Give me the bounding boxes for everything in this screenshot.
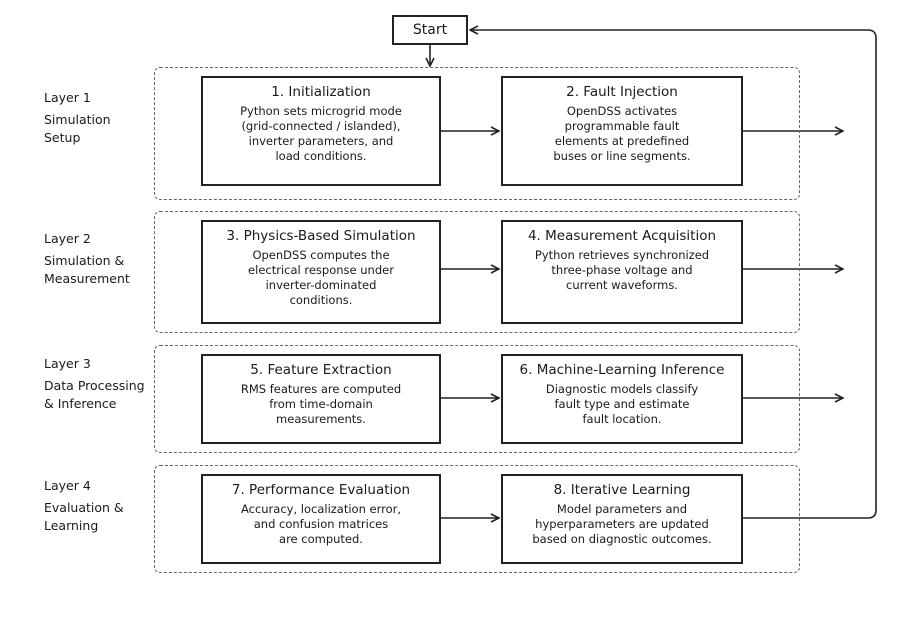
step-text-line: OpenDSS computes the xyxy=(252,248,390,262)
step-text-line: Accuracy, localization error, xyxy=(240,502,402,516)
layer-desc-line: & Inference xyxy=(44,396,117,411)
step-text-line: hyperparameters are updated xyxy=(535,517,709,531)
layer-desc-line: Simulation & xyxy=(44,253,125,268)
layer-desc-line: Simulation xyxy=(44,112,111,127)
step-6-ml-inference: 6. Machine-Learning Inference Diagnostic… xyxy=(501,354,743,444)
layer-2-frame xyxy=(154,211,800,333)
step-text-line: programmable fault xyxy=(564,119,680,133)
step-text-line: are computed. xyxy=(279,532,363,546)
layer-2-label: Layer 2 Simulation & Measurement xyxy=(44,230,130,288)
step-text-line: conditions. xyxy=(289,293,353,307)
layer-name: Layer 4 xyxy=(44,478,91,493)
step-text-line: fault type and estimate xyxy=(554,397,690,411)
layer-3-frame xyxy=(154,345,800,453)
step-text-line: (grid-connected / islanded), xyxy=(241,119,401,133)
step-4-measurement-acquisition: 4. Measurement Acquisition Python retrie… xyxy=(501,220,743,324)
step-text-line: Model parameters and xyxy=(556,502,688,516)
layer-name: Layer 3 xyxy=(44,356,91,371)
step-title: 1. Initialization xyxy=(271,84,371,100)
step-title: 3. Physics-Based Simulation xyxy=(226,228,416,244)
step-text-line: Python retrieves synchronized xyxy=(534,248,710,262)
step-text-line: elements at predefined xyxy=(554,134,690,148)
step-title: 7. Performance Evaluation xyxy=(231,482,411,498)
step-5-feature-extraction: 5. Feature Extraction RMS features are c… xyxy=(201,354,441,444)
step-text-line: load conditions. xyxy=(275,149,367,163)
layer-4-label: Layer 4 Evaluation & Learning xyxy=(44,477,124,535)
step-title: 6. Machine-Learning Inference xyxy=(519,362,725,378)
step-text-line: RMS features are computed xyxy=(240,382,402,396)
layer-name: Layer 2 xyxy=(44,231,91,246)
feedback-loop-arrow xyxy=(470,30,877,519)
layer-3-label: Layer 3 Data Processing & Inference xyxy=(44,355,145,413)
step-text-line: electrical response under xyxy=(248,263,394,277)
layer-desc-line: Evaluation & xyxy=(44,500,124,515)
step-text-line: three-phase voltage and xyxy=(551,263,693,277)
layer-4-frame xyxy=(154,465,800,573)
start-node: Start xyxy=(392,15,468,45)
step-text-line: and confusion matrices xyxy=(253,517,389,531)
layer-name: Layer 1 xyxy=(44,90,91,105)
step-title: 4. Measurement Acquisition xyxy=(527,228,717,244)
layer-desc-line: Setup xyxy=(44,130,81,145)
step-text-line: buses or line segments. xyxy=(553,149,691,163)
layer-desc-line: Measurement xyxy=(44,271,130,286)
step-text-line: inverter-dominated xyxy=(265,278,377,292)
start-label: Start xyxy=(412,22,448,38)
step-text-line: measurements. xyxy=(276,412,366,426)
step-title: 5. Feature Extraction xyxy=(250,362,392,378)
step-3-physics-simulation: 3. Physics-Based Simulation OpenDSS comp… xyxy=(201,220,441,324)
step-1-initialization: 1. Initialization Python sets microgrid … xyxy=(201,76,441,186)
layer-desc-line: Learning xyxy=(44,518,99,533)
layer-1-label: Layer 1 Simulation Setup xyxy=(44,89,111,147)
step-text-line: from time-domain xyxy=(269,397,373,411)
step-text-line: Python sets microgrid mode xyxy=(240,104,402,118)
step-text-line: current waveforms. xyxy=(566,278,678,292)
step-text-line: fault location. xyxy=(582,412,662,426)
step-text-line: Diagnostic models classify xyxy=(545,382,699,396)
step-title: 8. Iterative Learning xyxy=(553,482,691,498)
step-8-iterative-learning: 8. Iterative Learning Model parameters a… xyxy=(501,474,743,564)
step-text-line: OpenDSS activates xyxy=(566,104,678,118)
step-text-line: based on diagnostic outcomes. xyxy=(532,532,712,546)
layer-desc-line: Data Processing xyxy=(44,378,145,393)
step-text-line: inverter parameters, and xyxy=(248,134,394,148)
step-2-fault-injection: 2. Fault Injection OpenDSS activates pro… xyxy=(501,76,743,186)
step-title: 2. Fault Injection xyxy=(566,84,678,100)
step-7-performance-evaluation: 7. Performance Evaluation Accuracy, loca… xyxy=(201,474,441,564)
layer-1-frame xyxy=(154,67,800,200)
